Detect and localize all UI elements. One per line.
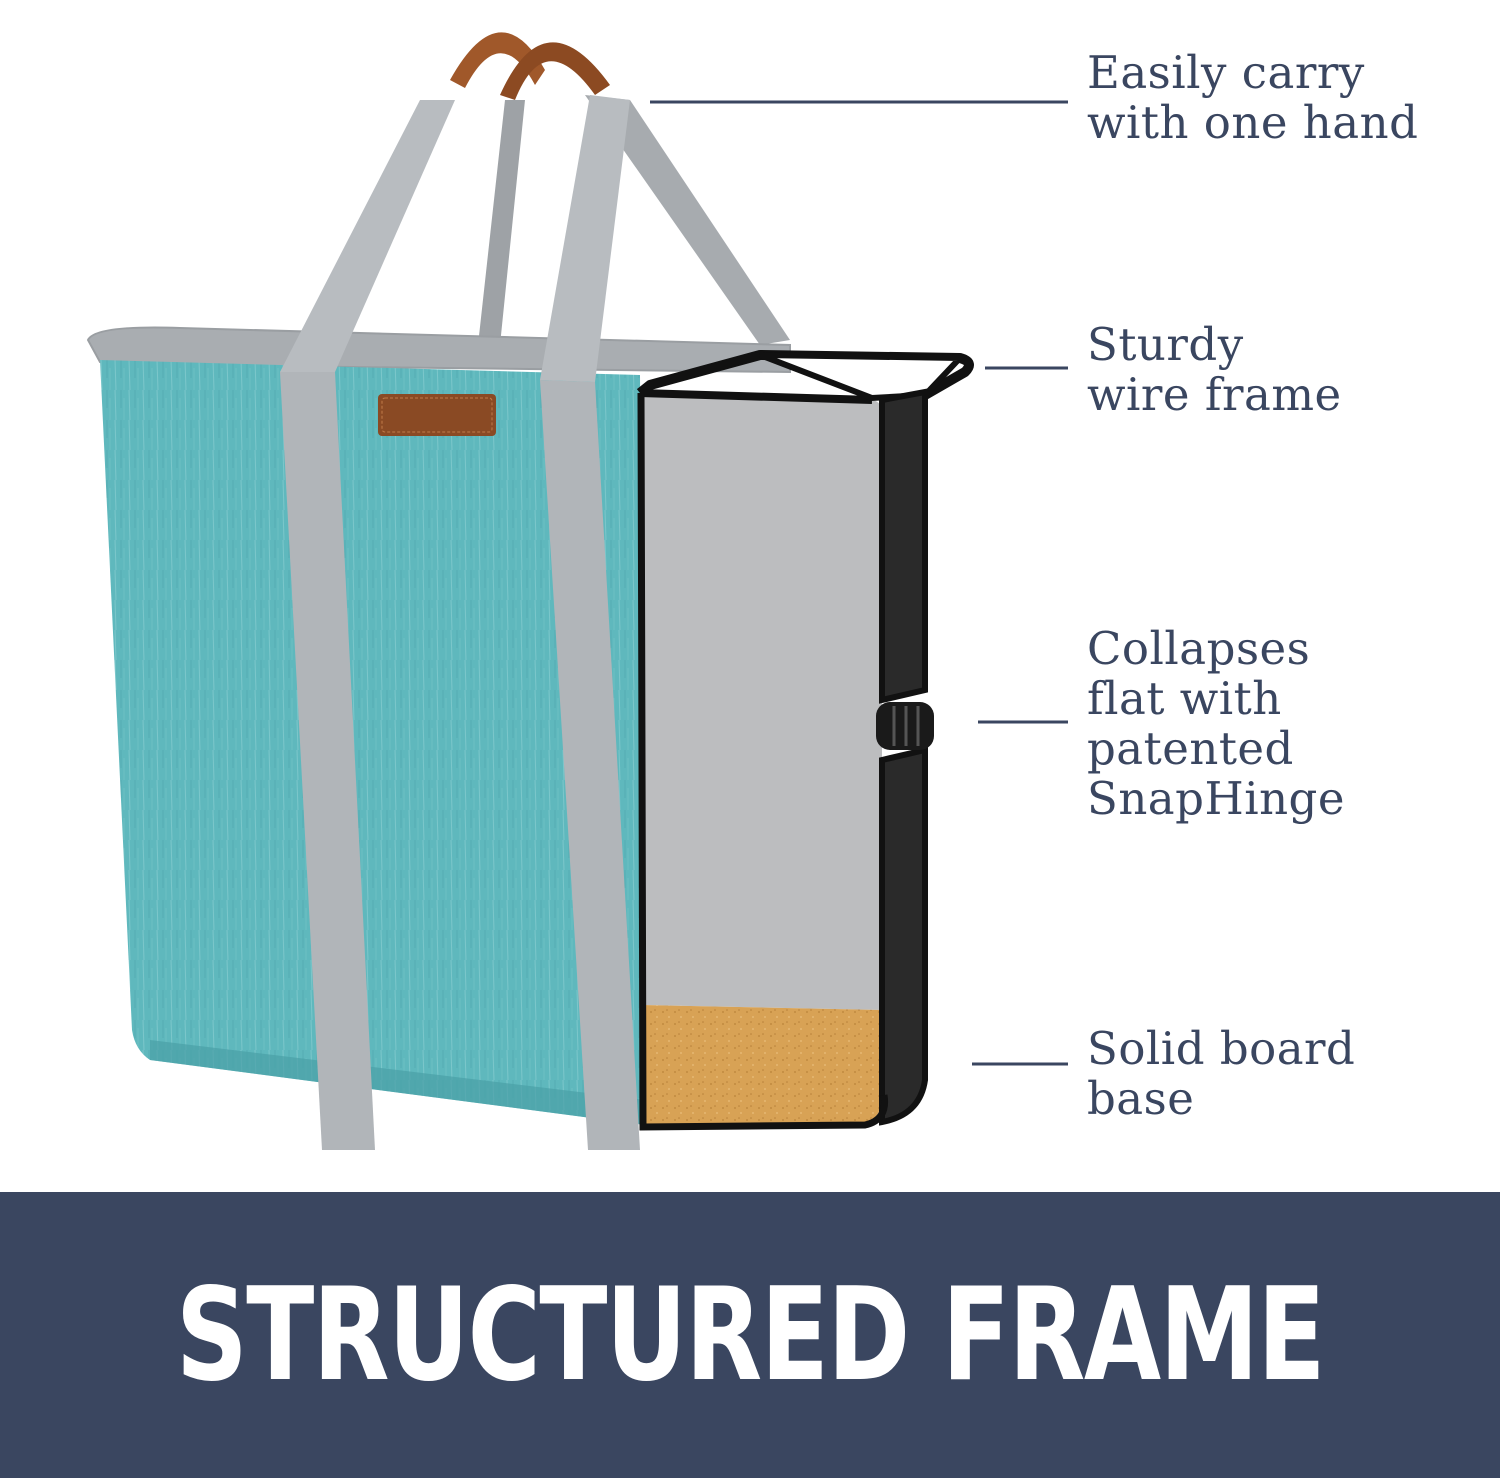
callout-text: Sturdy (1087, 318, 1244, 371)
callout-base: Solid board base (1087, 1024, 1355, 1124)
snap-hinge-icon (876, 702, 934, 750)
callout-text: Solid board (1087, 1022, 1356, 1075)
bag-fabric-body (100, 360, 645, 1125)
callout-text: Easily carry (1087, 46, 1365, 99)
leather-handle (450, 32, 610, 100)
callout-text: Collapses (1087, 622, 1311, 675)
product-illustration (86, 32, 1068, 1150)
callout-carry: Easily carry with one hand (1087, 48, 1418, 148)
callout-text: with one hand (1087, 96, 1419, 149)
board-base (643, 1005, 882, 1125)
callout-frame: Sturdy wire frame (1087, 320, 1342, 420)
back-handle (478, 95, 790, 345)
callout-text: SnapHinge (1087, 772, 1345, 825)
title-banner: STRUCTURED FRAME (0, 1192, 1500, 1478)
brand-tag (378, 394, 496, 436)
leader-lines (650, 100, 1068, 1066)
callout-hinge: Collapses flat with patented SnapHinge (1087, 624, 1345, 824)
callout-text: base (1087, 1072, 1195, 1125)
side-frame (879, 388, 928, 1126)
inner-gray-panel (643, 395, 882, 1010)
banner-title: STRUCTURED FRAME (175, 1260, 1326, 1410)
callout-text: patented (1087, 722, 1294, 775)
callout-text: wire frame (1087, 368, 1342, 421)
front-straps (280, 95, 640, 1150)
callout-text: flat with (1087, 672, 1282, 725)
